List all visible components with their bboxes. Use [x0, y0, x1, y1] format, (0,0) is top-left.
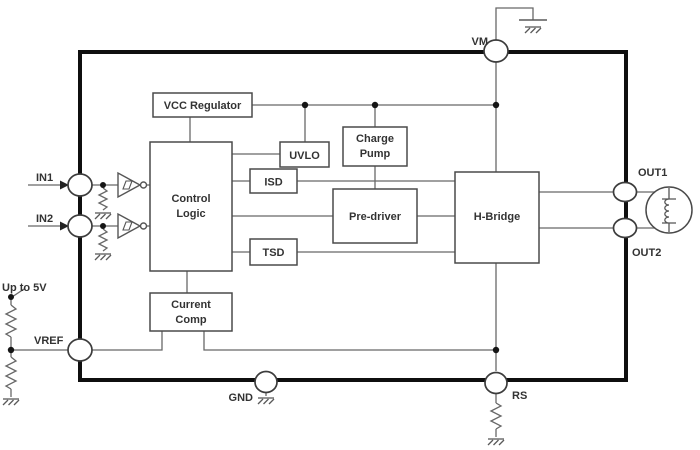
ground-icon: [2, 398, 20, 406]
pre-driver-label: Pre-driver: [349, 211, 402, 223]
wires: [10, 7, 656, 437]
resistors: [4, 187, 503, 430]
pin-gnd-label: GND: [229, 392, 254, 404]
block-isd: [249, 168, 298, 194]
junction-dot: [100, 223, 106, 229]
control-logic-label-line1: Control: [171, 193, 210, 205]
blocks: VCC Regulator Control Logic UVLO ISD Cha…: [149, 92, 540, 332]
junction-dot: [492, 101, 500, 109]
ground-icon: [94, 212, 112, 220]
junction-dot: [301, 101, 309, 109]
block-tsd: [249, 238, 298, 266]
resistor-rs-sense: [489, 402, 503, 430]
wire-currentcomp-to-vref: [92, 331, 163, 351]
resistor-in1-pulldown: [97, 187, 109, 211]
control-logic-label-line2: Logic: [176, 208, 205, 220]
block-current-comp: [149, 292, 233, 332]
pin-out2: [612, 217, 638, 239]
uvlo-label: UVLO: [289, 150, 320, 162]
in1-arrow-icon: [60, 180, 69, 190]
vref-supply-label: Up to 5V: [2, 282, 47, 294]
resistor-divider-top: [4, 304, 18, 338]
wire-supply-pointer: [11, 288, 25, 298]
vcc-regulator-label: VCC Regulator: [164, 100, 242, 112]
pins: [67, 39, 638, 395]
pin-in1-label: IN1: [36, 172, 53, 184]
resistor-in2-pulldown: [97, 228, 109, 252]
pin-out2-label: OUT2: [632, 247, 661, 259]
wire-currentcomp-to-rs-node: [203, 331, 496, 351]
in2-arrow-icon: [60, 221, 69, 231]
wire-vm-to-capacitor: [495, 7, 534, 40]
charge-pump-label-line1: Charge: [356, 133, 394, 145]
current-comp-label-line1: Current: [171, 299, 211, 311]
schmitt-inverter-in2-icon: [117, 212, 148, 240]
motor-icon: [645, 186, 693, 234]
block-h-bridge: [454, 171, 540, 264]
pin-vm: [483, 39, 509, 63]
block-vcc-regulator: [152, 92, 253, 118]
pin-in1: [67, 173, 93, 197]
tsd-label: TSD: [263, 247, 285, 259]
ground-icon: [487, 438, 505, 446]
block-charge-pump: [342, 126, 408, 167]
block-pre-driver: [332, 188, 418, 244]
ground-icon: [94, 253, 112, 261]
pin-vref: [67, 338, 93, 362]
ground-icon: [524, 26, 542, 34]
resistor-divider-bottom: [4, 356, 18, 390]
block-uvlo: [279, 141, 330, 168]
current-comp-label-line2: Comp: [175, 314, 206, 326]
junction-dot: [100, 182, 106, 188]
junction-dot: [8, 294, 14, 300]
pin-out1-label: OUT1: [638, 167, 667, 179]
pin-gnd: [254, 370, 278, 394]
charge-pump-label-line2: Pump: [360, 148, 391, 160]
pin-rs-label: RS: [512, 390, 527, 402]
junction-dot: [371, 101, 379, 109]
pin-rs: [484, 371, 508, 395]
pin-in2-label: IN2: [36, 213, 53, 225]
h-bridge-label: H-Bridge: [474, 211, 520, 223]
pin-labels: VM IN1 IN2 VREF GND RS OUT1 OUT2 Up to 5…: [2, 36, 667, 404]
pin-out1: [612, 181, 638, 203]
block-control-logic: [149, 141, 233, 272]
junction-dot: [7, 346, 15, 354]
junction-dot: [492, 346, 500, 354]
pin-vm-label: VM: [472, 36, 489, 48]
isd-label: ISD: [264, 177, 282, 189]
schmitt-inverter-in1-icon: [117, 171, 148, 199]
capacitor-icon: [519, 19, 547, 34]
pin-in2: [67, 214, 93, 238]
ground-icon: [257, 397, 275, 405]
junction-dots: [7, 101, 500, 354]
pin-vref-label: VREF: [34, 335, 64, 347]
